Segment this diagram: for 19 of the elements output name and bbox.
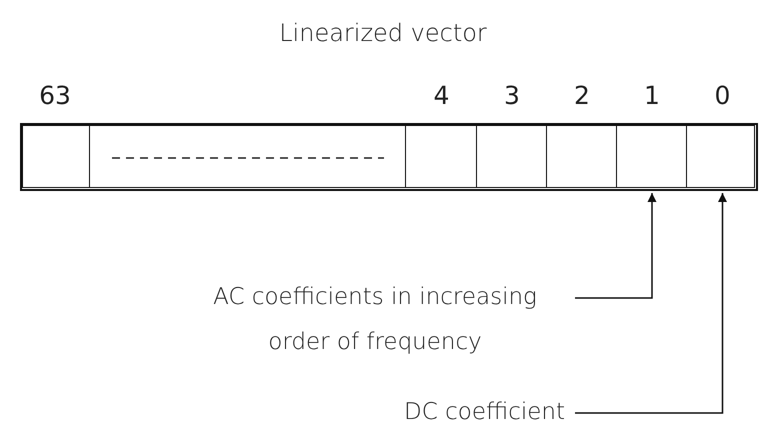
vector-cell xyxy=(686,125,755,188)
leader-arrow xyxy=(575,193,656,299)
leader-arrow xyxy=(575,193,727,414)
vector-cell xyxy=(88,125,406,188)
title: Linearized vector xyxy=(278,18,488,48)
callout-text: AC coefficients in increasing order of frequency xyxy=(185,275,565,365)
vector-cell xyxy=(616,125,686,188)
vector-cell xyxy=(22,125,90,188)
vector-cell xyxy=(546,125,616,188)
vector-cell xyxy=(404,125,476,188)
vector-box xyxy=(20,123,758,191)
index-number: 4 xyxy=(432,81,450,110)
index-number: 2 xyxy=(573,81,591,110)
index-number: 3 xyxy=(503,81,521,110)
index-number: 1 xyxy=(643,81,661,110)
index-number: 63 xyxy=(38,81,72,110)
index-number: 0 xyxy=(714,81,732,110)
callout-text: DC coefficient xyxy=(300,390,565,437)
vector-cell xyxy=(476,125,546,188)
